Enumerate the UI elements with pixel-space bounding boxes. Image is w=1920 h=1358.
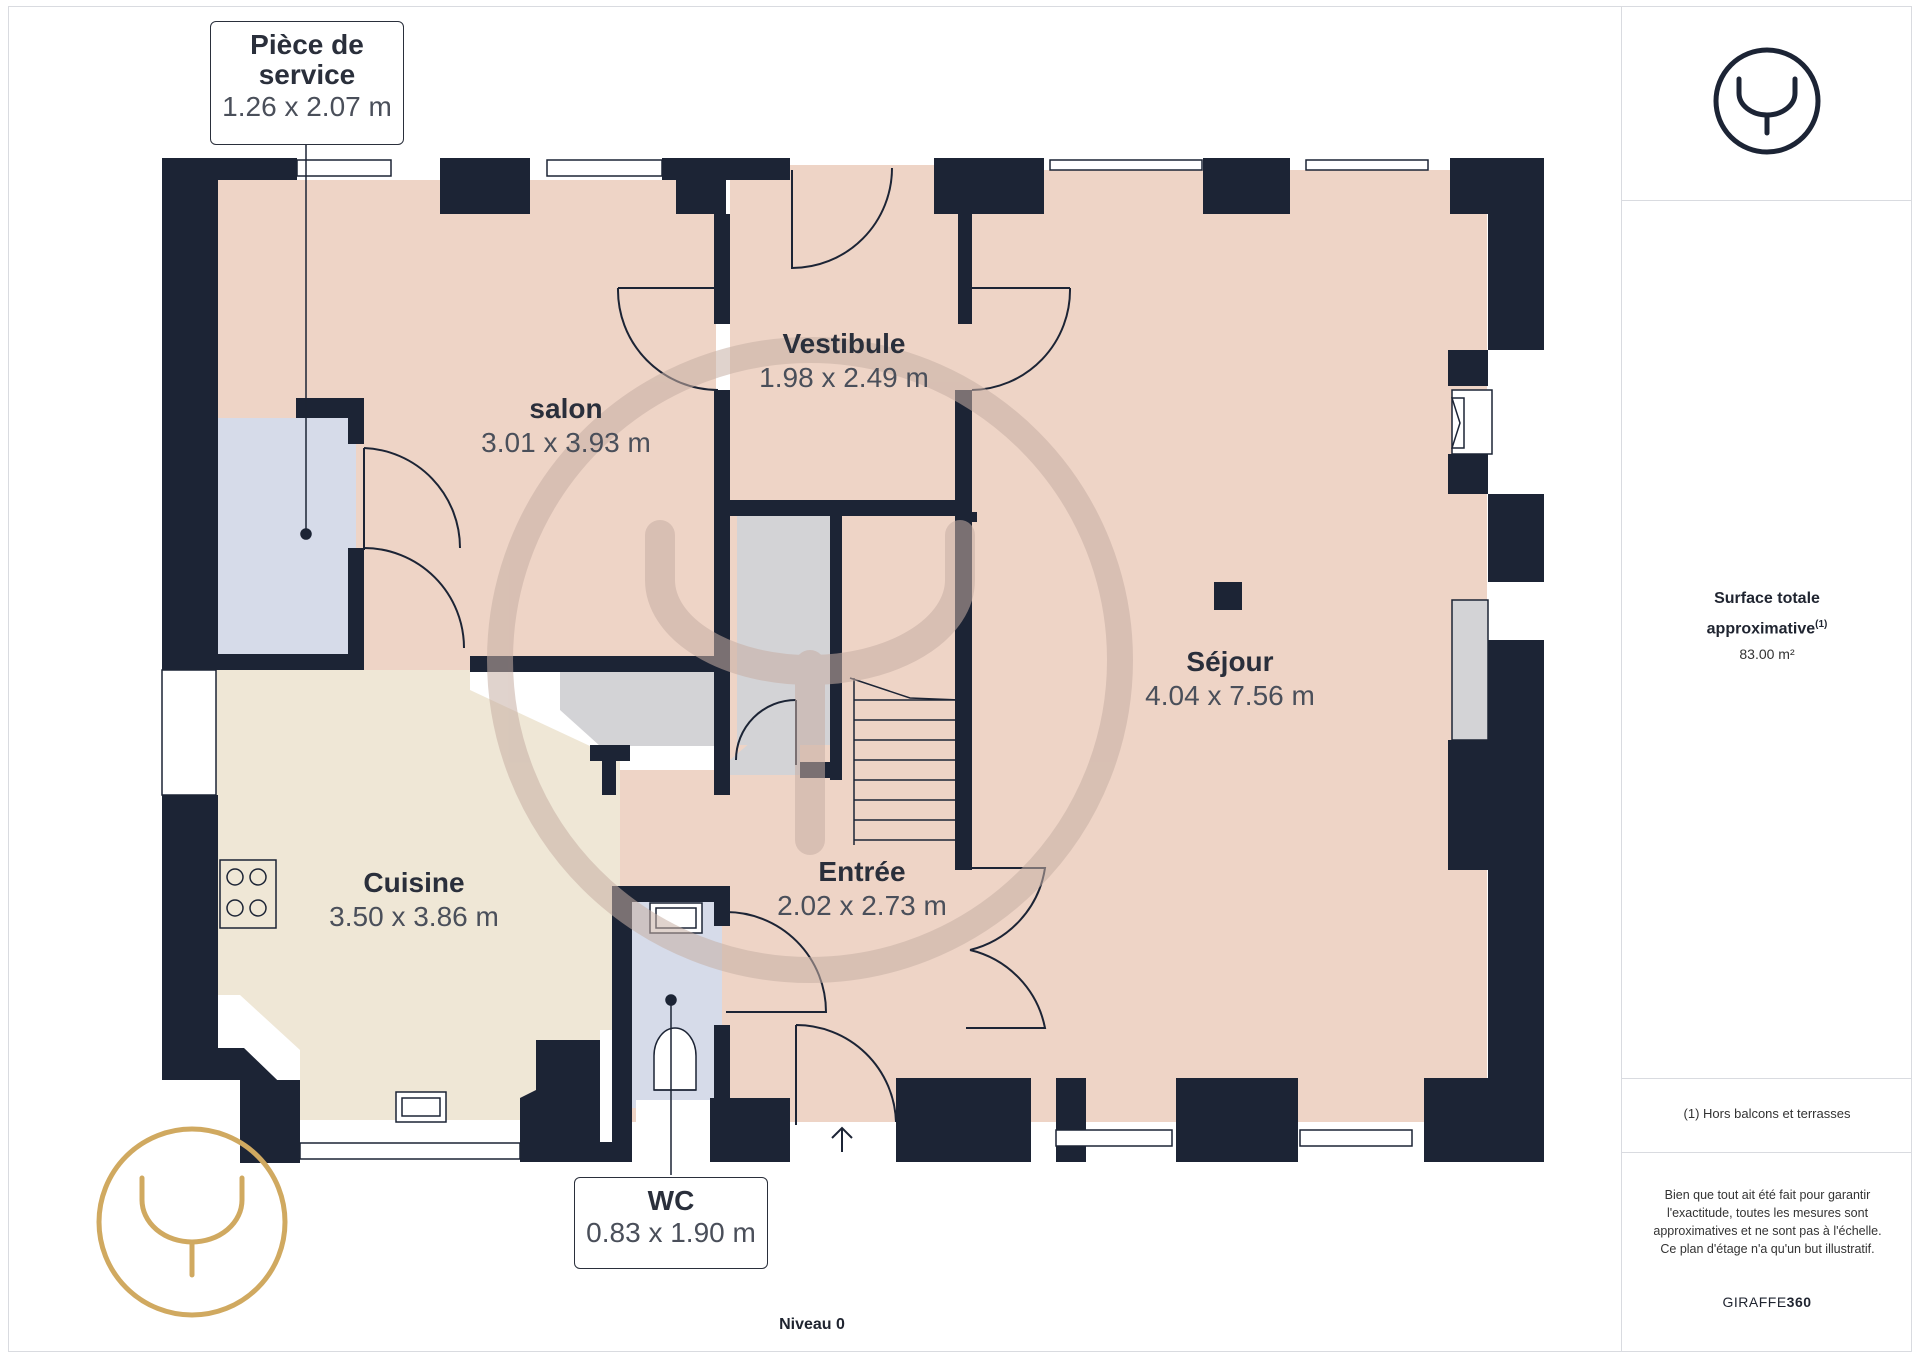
- watermark-logo-icon: [487, 337, 1133, 983]
- vestibule-dims: 1.98 x 2.49 m: [759, 362, 929, 393]
- level-label: Niveau 0: [779, 1316, 845, 1333]
- brand-name: GIRAFFE360: [1622, 1294, 1912, 1310]
- wc-callout: WC 0.83 x 1.90 m: [574, 1177, 768, 1269]
- sidebar: Surface totale approximative(1) 83.00 m²…: [1621, 6, 1912, 1352]
- cooktop-icon: [219, 859, 277, 929]
- entree-dims: 2.02 x 2.73 m: [777, 890, 947, 921]
- cupboard-2: [560, 672, 714, 746]
- vestibule-label: Vestibule 1.98 x 2.49 m: [759, 327, 929, 395]
- piece-service-name: Pièce de service: [250, 29, 364, 90]
- piece-service-callout: Pièce de service 1.26 x 2.07 m: [210, 21, 404, 145]
- sejour-label: Séjour 4.04 x 7.56 m: [1145, 645, 1315, 713]
- doors: [363, 167, 1072, 1125]
- surface-title-line1: Surface totale: [1714, 590, 1820, 607]
- entree-label: Entrée 2.02 x 2.73 m: [777, 855, 947, 923]
- sejour-dims: 4.04 x 7.56 m: [1145, 680, 1315, 711]
- sidebar-divider: [1622, 1152, 1912, 1153]
- vestibule-name: Vestibule: [782, 328, 906, 359]
- stairs: [849, 677, 961, 845]
- windows: [161, 159, 1493, 1160]
- salon-label: salon 3.01 x 3.93 m: [481, 392, 651, 460]
- cuisine-dims: 3.50 x 3.86 m: [329, 901, 499, 932]
- brand-prefix: GIRAFFE: [1722, 1294, 1787, 1310]
- salon-name: salon: [529, 393, 603, 424]
- floor-plan: [96, 144, 1544, 1318]
- gold-logo-icon: [96, 1126, 288, 1318]
- cuisine-name: Cuisine: [363, 867, 465, 898]
- fireplace-icon: [1450, 397, 1465, 449]
- sink-icon: [395, 1091, 447, 1123]
- entree-name: Entrée: [818, 856, 906, 887]
- surface-title: Surface totale approximative(1): [1622, 586, 1912, 642]
- page-frame: [8, 6, 1912, 1352]
- giraffe360-logo-icon: [1713, 47, 1821, 155]
- sejour-floor: [972, 170, 1487, 1122]
- surface-title-line2: approximative: [1706, 620, 1816, 638]
- piece-service-dims: 1.26 x 2.07 m: [222, 91, 392, 122]
- sejour-name: Séjour: [1186, 646, 1274, 677]
- callout-leaders: [300, 144, 677, 1175]
- toilet-icon: [653, 1027, 697, 1091]
- sidebar-divider: [1622, 200, 1912, 201]
- salon-dims: 3.01 x 3.93 m: [481, 427, 651, 458]
- vestibule-floor: [730, 165, 972, 500]
- cuisine-label: Cuisine 3.50 x 3.86 m: [329, 866, 499, 934]
- disclaimer: Bien que tout ait été fait pour garantir…: [1653, 1188, 1882, 1256]
- cupboard-3: [730, 700, 800, 775]
- brand-suffix: 360: [1786, 1294, 1812, 1310]
- footnote: (1) Hors balcons et terrasses: [1683, 1106, 1851, 1121]
- surface-footnote-mark: (1): [1815, 619, 1828, 630]
- entrance-arrow-icon: [831, 1126, 853, 1152]
- surface-value: 83.00 m²: [1739, 646, 1795, 662]
- wc-dims: 0.83 x 1.90 m: [586, 1217, 756, 1248]
- piece-service-floor: [216, 418, 356, 654]
- sidebar-divider: [1622, 1078, 1912, 1079]
- wc-name: WC: [647, 1185, 695, 1216]
